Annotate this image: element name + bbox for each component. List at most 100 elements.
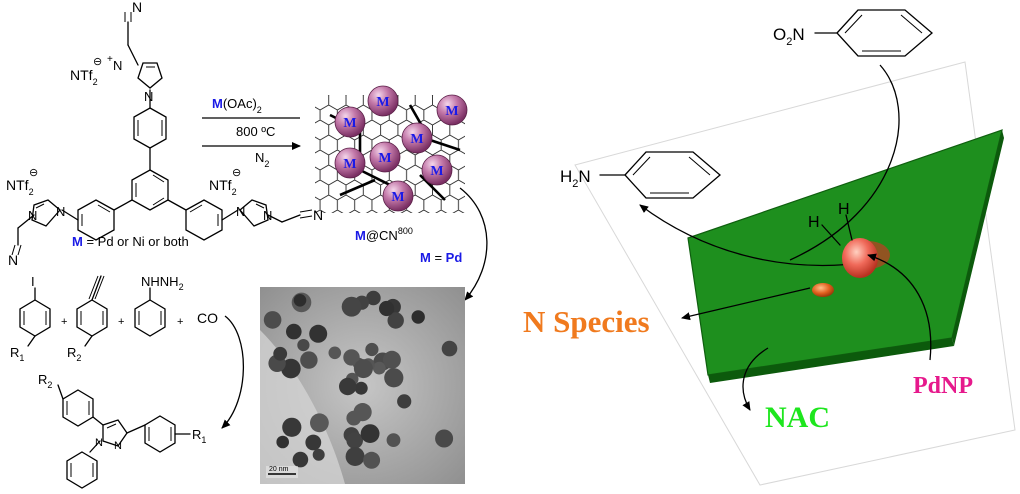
tem-particle (411, 310, 425, 324)
tem-particle (286, 323, 302, 340)
tem-particle (360, 424, 380, 443)
tem-particle (379, 300, 395, 317)
tem-particle (372, 361, 386, 375)
pd-assignment: M = Pd (420, 250, 462, 265)
r1-substituent: R1 (10, 345, 24, 363)
tem-particle (309, 324, 328, 343)
counterion-top-charge: ⊖ (93, 56, 102, 68)
nitrile-n-right: N (313, 207, 323, 223)
hydrogen-atom-2: H (838, 201, 850, 218)
plus-3: + (177, 316, 183, 328)
tem-particle (343, 349, 360, 366)
hydrazine-group: NHNH2 (141, 274, 184, 292)
nac-label: NAC (765, 401, 830, 434)
tem-particle (341, 296, 362, 317)
tem-particle (310, 413, 329, 433)
nac-sheet-edge (708, 338, 954, 383)
tem-particle (387, 312, 404, 329)
nitro-approach-arrow (789, 64, 900, 261)
hydrogen-atom-1: H (808, 214, 820, 231)
imidazolium-n-left-2: N (56, 204, 65, 219)
nitrile-n-top: N (132, 0, 142, 15)
tem-scale-bar: 20 nm (269, 466, 289, 473)
tem-particle (353, 403, 372, 422)
carbonization-conditions: M(OAc)2 800 ºC N2 (202, 96, 301, 169)
metal-sphere (334, 106, 366, 138)
tem-particle (382, 350, 401, 369)
temperature-label: 800 ºC (236, 124, 275, 139)
metal-sphere (401, 122, 433, 154)
adsorbed-hydrogen: H H (808, 201, 853, 246)
curved-arrow-to-tem (459, 187, 488, 301)
tem-particle (339, 377, 357, 396)
tem-particle (366, 290, 381, 306)
aniline-release-arrow (639, 204, 871, 267)
atmosphere-label: N2 (255, 150, 269, 169)
plus-charge-top: + (107, 54, 113, 65)
imidazolium-n-right-2: N (263, 208, 272, 223)
tem-particle (281, 358, 301, 379)
tem-particle (300, 351, 318, 369)
metal-sphere-label: M (378, 151, 391, 166)
tem-particle (263, 311, 282, 329)
pyrazole-n-1: N (114, 440, 122, 452)
tem-particle (293, 294, 307, 307)
tem-particle (328, 346, 342, 360)
plus-1: + (61, 316, 67, 328)
tem-particle (384, 368, 404, 388)
metal-acetate-label: M(OAc)2 (212, 96, 262, 115)
tem-particle (292, 451, 309, 468)
carbon-monoxide: CO (197, 310, 218, 326)
metal-sphere (334, 147, 366, 179)
tem-particle (346, 432, 364, 449)
reactants: I R1 + R2 + NHNH2 + CO (10, 274, 218, 363)
tem-micrograph: 20 nm (260, 287, 465, 484)
plus-2: + (118, 316, 124, 328)
tem-particle (273, 346, 288, 361)
metal-sphere-label: M (343, 116, 356, 131)
counterion-left-charge: ⊖ (29, 167, 38, 179)
metal-sphere (382, 180, 414, 212)
metal-sphere-label: M (410, 132, 423, 147)
tem-particle (312, 448, 325, 461)
tem-particle (386, 433, 401, 447)
imidazolium-n-top: N (113, 58, 122, 73)
r2-substituent: R2 (67, 345, 81, 363)
counterion-top: NTf2 (70, 67, 98, 87)
nitro-group: O2N (773, 25, 805, 48)
metal-sphere-label: M (391, 190, 404, 205)
tem-particle (276, 435, 290, 449)
amine-group: H2N (560, 167, 591, 190)
sheet-frame (574, 61, 1016, 486)
metal-legend: M = Pd or Ni or both (72, 234, 189, 249)
tem-particle (305, 434, 322, 451)
counterion-right: NTf2 (209, 177, 237, 197)
metal-sphere (421, 154, 453, 186)
iodo-substituent: I (31, 274, 35, 289)
pdnp-pointer (867, 253, 932, 361)
nitrobenzene: O2N (773, 9, 934, 57)
tem-particle (345, 447, 365, 466)
product-r2: R2 (38, 372, 52, 390)
tem-particle (435, 429, 454, 448)
product-r1: R1 (192, 427, 206, 445)
imidazolium-n-top-lower: N (144, 89, 153, 104)
metal-sphere (367, 85, 399, 117)
tem-particle (354, 381, 368, 395)
tem-particle (297, 339, 310, 352)
tem-particle (353, 359, 373, 379)
n-species-particle (812, 283, 834, 297)
aniline: H2N (560, 151, 722, 199)
tem-particle (365, 342, 379, 357)
tem-particle (282, 417, 302, 437)
nac-pointer (742, 347, 769, 411)
catalyst-label: M@CN800 (355, 226, 413, 243)
metal-sphere-label: M (376, 95, 389, 110)
tem-particle (397, 394, 412, 409)
nitrile-n-left: N (8, 252, 18, 268)
n-species-pointer (681, 287, 811, 321)
metal-sphere (369, 141, 401, 173)
n-species-label: N Species (523, 304, 650, 339)
